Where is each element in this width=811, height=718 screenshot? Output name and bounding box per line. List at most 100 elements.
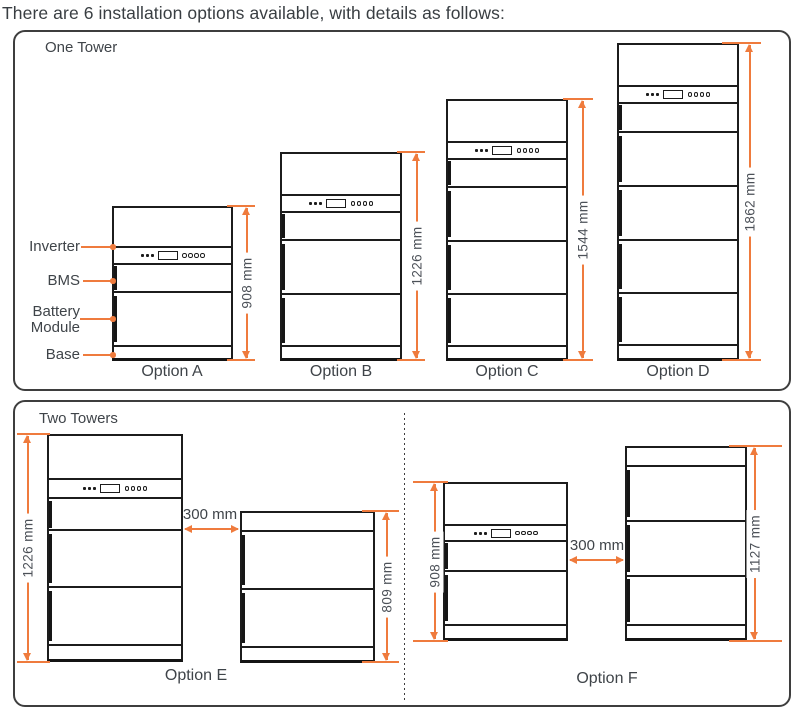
tower-a-bat-segment bbox=[114, 291, 231, 345]
dim-d-top-tick bbox=[722, 42, 761, 45]
dim-e-gap-right-arrow-icon bbox=[231, 525, 239, 533]
tower-f-right bbox=[625, 446, 747, 641]
one-tower-label: One Tower bbox=[45, 39, 118, 56]
display-panel-icon bbox=[473, 528, 538, 538]
indicator-dot-icon bbox=[124, 486, 129, 491]
indicator-dot-icon bbox=[521, 530, 526, 536]
led-square-icon bbox=[475, 149, 478, 152]
tower-f-left-base-segment bbox=[445, 624, 566, 638]
dim-f-right-top-tick bbox=[729, 445, 782, 448]
display-screen-icon bbox=[157, 251, 178, 260]
tower-a-base-segment bbox=[114, 345, 231, 358]
page-title: There are 6 installation options availab… bbox=[2, 3, 505, 23]
tower-f-right-bat-segment bbox=[627, 465, 745, 520]
indicator-dot-icon bbox=[362, 201, 367, 206]
indicator-dot-icon bbox=[200, 253, 205, 258]
display-screen-icon bbox=[100, 484, 120, 493]
led-square-icon bbox=[319, 202, 322, 205]
tower-c-bat-segment bbox=[448, 293, 566, 345]
led-square-icon bbox=[83, 487, 86, 490]
indicator-dot-icon bbox=[136, 486, 141, 491]
dim-f-left-down-arrow-icon bbox=[430, 632, 438, 640]
battery-module-label-line2: Module bbox=[30, 319, 80, 336]
tower-f-right-foot bbox=[717, 638, 730, 641]
bms-leader-dot bbox=[110, 278, 116, 284]
led-square-icon bbox=[483, 531, 487, 535]
tower-e-left-base-segment bbox=[49, 644, 181, 659]
dim-f-right-down-arrow-icon bbox=[750, 632, 758, 640]
tower-f-right-bat-segment bbox=[627, 520, 745, 575]
led-square-icon bbox=[145, 254, 149, 257]
inverter-label: Inverter bbox=[29, 238, 80, 255]
tower-d-bat-segment bbox=[619, 131, 737, 185]
tower-c-bat-segment bbox=[448, 186, 566, 240]
tower-e-right bbox=[240, 511, 375, 663]
tower-c-inv-segment bbox=[448, 101, 566, 141]
tower-e-left-bat-segment bbox=[49, 586, 181, 644]
tower-a-inv-segment bbox=[114, 208, 231, 246]
indicator-dot-icon bbox=[705, 92, 710, 97]
display-screen-icon bbox=[663, 90, 683, 99]
option-a-caption: Option A bbox=[141, 363, 203, 380]
dim-f-left-bottom-tick bbox=[413, 640, 448, 643]
tower-e-left-bat-segment bbox=[49, 529, 181, 586]
display-screen-icon bbox=[492, 146, 512, 155]
tower-e-left-foot bbox=[66, 659, 79, 662]
indicator-dot-icon bbox=[188, 253, 193, 258]
led-square-icon bbox=[140, 254, 144, 257]
option-e-caption: Option E bbox=[164, 667, 228, 684]
tower-f-right-foot bbox=[642, 638, 655, 641]
tower-b-bat-segment bbox=[282, 293, 400, 345]
display-panel-icon bbox=[140, 251, 205, 260]
tower-f-right-base-segment bbox=[627, 624, 745, 638]
dim-c-up-arrow-icon bbox=[578, 100, 586, 108]
dim-e-gap-line bbox=[185, 528, 238, 530]
dim-f-gap-left-arrow-icon bbox=[569, 556, 577, 564]
display-panel-icon bbox=[309, 199, 373, 208]
dim-e-right-value: 809 mm bbox=[378, 555, 396, 618]
bms-label: BMS bbox=[8, 273, 80, 289]
dim-f-gap-value: 300 mm bbox=[569, 537, 625, 554]
tower-f-left-inv-segment bbox=[445, 484, 566, 524]
dim-e-right-top-tick bbox=[362, 510, 399, 513]
tower-e-right-bat-segment bbox=[242, 588, 373, 646]
tower-a bbox=[112, 206, 233, 361]
indicator-dot-icon bbox=[182, 253, 187, 258]
battery-module-leader-line bbox=[80, 318, 113, 320]
dim-b-up-arrow-icon bbox=[412, 153, 420, 161]
dim-c-bottom-tick bbox=[563, 359, 593, 362]
indicator-dot-icon bbox=[522, 148, 527, 153]
indicator-dot-icon bbox=[350, 201, 355, 206]
tower-f-right-strip-segment bbox=[627, 448, 745, 465]
dim-c-value: 1544 mm bbox=[574, 194, 592, 265]
dim-f-right-value: 1127 mm bbox=[746, 509, 764, 578]
led-square-icon bbox=[314, 202, 317, 205]
dim-e-left-top-tick bbox=[17, 433, 50, 436]
indicator-dot-icon bbox=[356, 201, 361, 206]
led-square-icon bbox=[656, 93, 659, 96]
tower-c-disp-segment bbox=[448, 141, 566, 158]
led-square-icon bbox=[93, 487, 96, 490]
tower-b-disp-segment bbox=[282, 194, 400, 211]
indicator-dot-icon bbox=[687, 92, 692, 97]
dim-d-up-arrow-icon bbox=[745, 44, 753, 52]
tower-f-left-foot bbox=[461, 638, 474, 641]
dim-b-bottom-tick bbox=[397, 359, 425, 362]
dim-d-down-arrow-icon bbox=[745, 351, 753, 359]
indicator-dot-icon bbox=[699, 92, 704, 97]
tower-e-right-strip-segment bbox=[242, 513, 373, 530]
indicator-dot-icon bbox=[527, 530, 532, 536]
tower-e-right-foot bbox=[259, 660, 272, 663]
tower-b-bms-segment bbox=[282, 211, 400, 239]
led-square-icon bbox=[88, 487, 91, 490]
dim-f-left-up-arrow-icon bbox=[430, 483, 438, 491]
dim-e-right-up-arrow-icon bbox=[382, 512, 390, 520]
dim-b-down-arrow-icon bbox=[412, 351, 420, 359]
tower-e-left-bms-segment bbox=[49, 497, 181, 529]
dim-f-left-value: 908 mm bbox=[426, 530, 444, 593]
display-panel-icon bbox=[475, 146, 539, 155]
base-label: Base bbox=[45, 346, 80, 363]
tower-d-bat-segment bbox=[619, 185, 737, 239]
dim-a-value: 908 mm bbox=[238, 252, 256, 314]
tower-f-right-bat-segment bbox=[627, 575, 745, 624]
